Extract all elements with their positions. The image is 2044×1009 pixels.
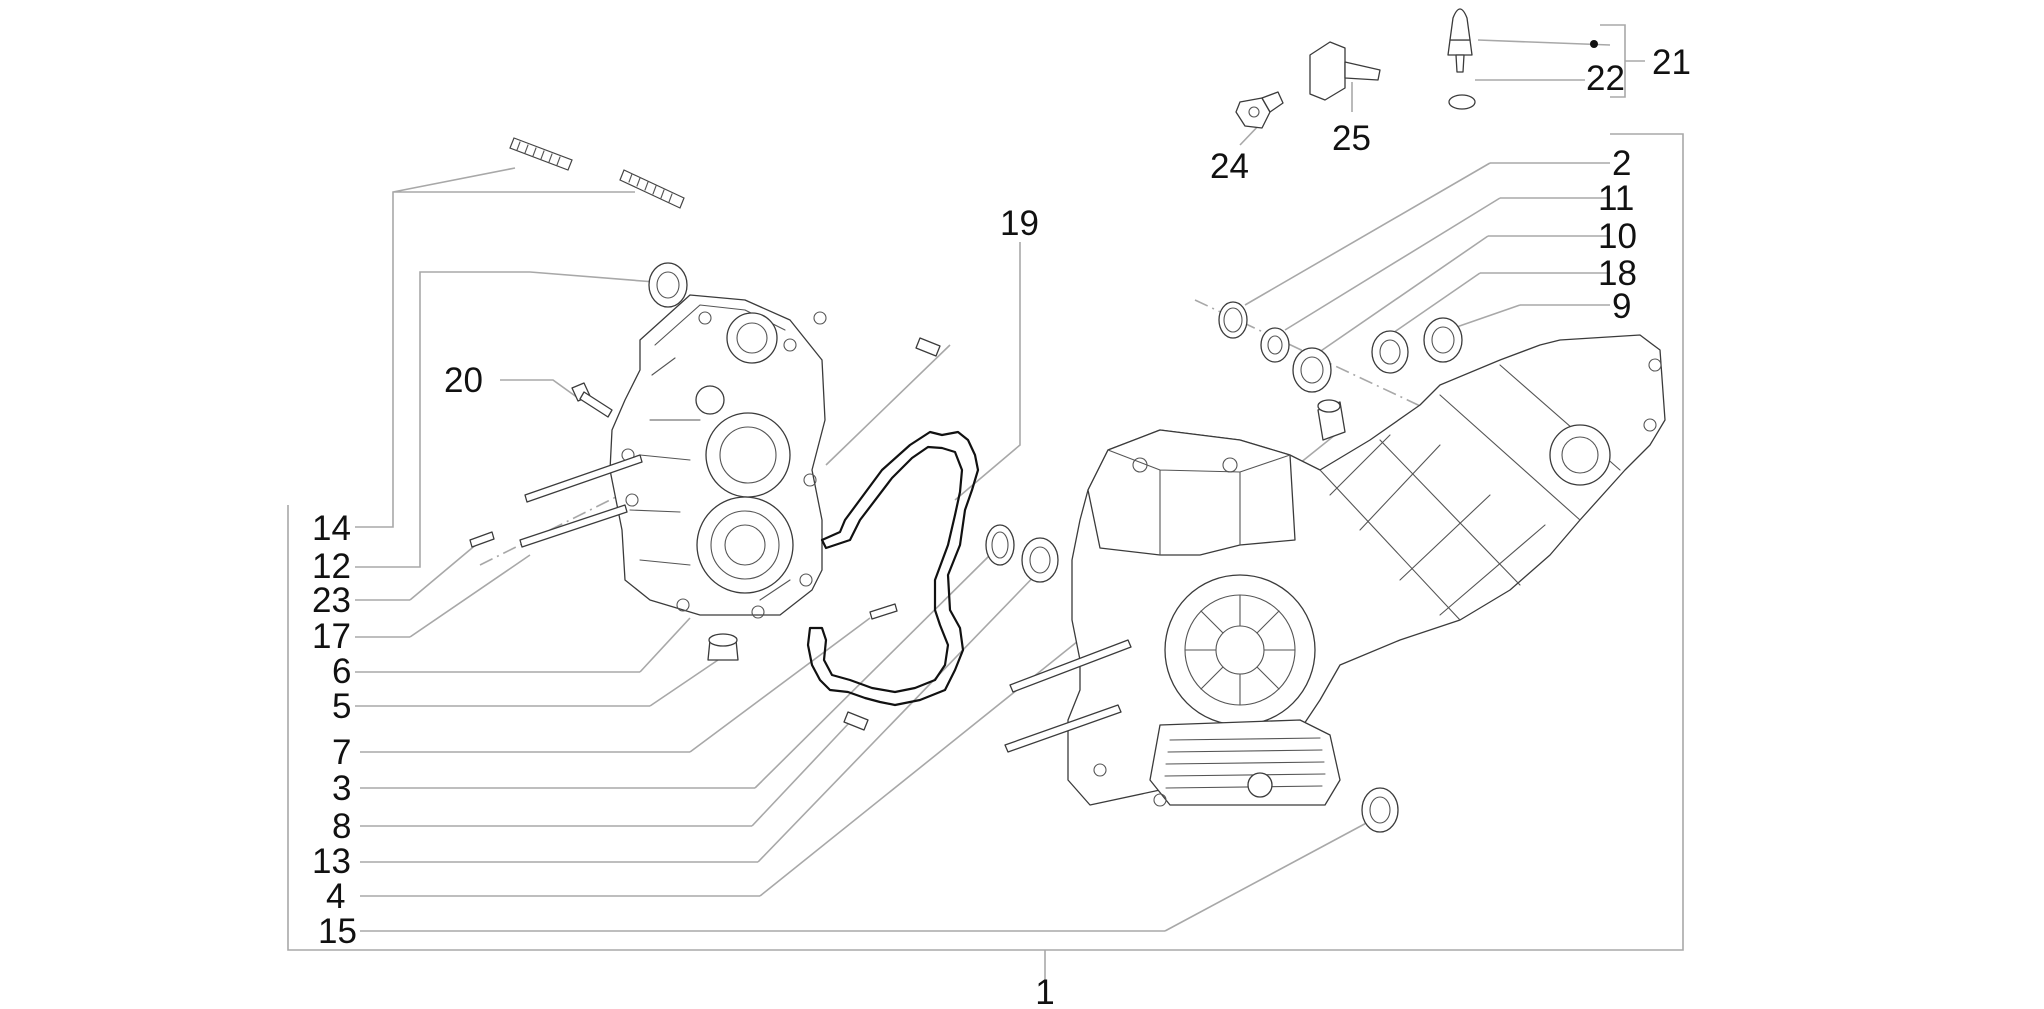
bearing-9 xyxy=(1423,317,1463,363)
o-ring-22 xyxy=(1448,94,1476,110)
leader-20 xyxy=(500,379,579,399)
sensor-21 xyxy=(1447,8,1473,73)
leader-12 xyxy=(355,271,656,568)
pin-23 xyxy=(469,531,495,548)
callout-10: 10 xyxy=(1598,217,1637,256)
leader-21 xyxy=(1477,39,1611,46)
callout-11: 11 xyxy=(1598,179,1634,218)
callout-14: 14 xyxy=(312,509,351,548)
bracket-21 xyxy=(1600,24,1645,98)
studs-17 xyxy=(519,454,643,548)
assembly-bracket-1 xyxy=(287,133,1684,951)
callout-1: 1 xyxy=(1035,973,1054,1009)
oil-seal-15 xyxy=(1361,787,1399,833)
callout-25: 25 xyxy=(1332,119,1371,158)
studs-right xyxy=(1004,639,1132,753)
right-crankcase-half xyxy=(1067,334,1666,807)
bolt-20 xyxy=(571,382,613,418)
leader-dot-21 xyxy=(1590,40,1598,48)
callout-8: 8 xyxy=(332,807,351,846)
bearing-18 xyxy=(1371,330,1409,374)
callout-13: 13 xyxy=(312,842,351,881)
leader-lines xyxy=(287,24,1684,980)
callout-22: 22 xyxy=(1586,59,1625,98)
stud-axis xyxy=(479,489,631,566)
dowel-pin-8 xyxy=(843,711,869,731)
callout-24: 24 xyxy=(1210,147,1249,186)
dowel-pin-7 xyxy=(869,603,898,620)
callout-15: 15 xyxy=(318,912,357,951)
gasket-19 xyxy=(806,430,980,707)
clip-24 xyxy=(1235,91,1284,129)
callout-5: 5 xyxy=(332,687,351,726)
oil-seal-12 xyxy=(648,262,688,308)
callout-18: 18 xyxy=(1598,254,1637,293)
callout-7: 7 xyxy=(332,733,351,772)
callout-17: 17 xyxy=(312,617,351,656)
callout-12: 12 xyxy=(312,547,351,586)
oil-seal-13 xyxy=(1021,537,1059,583)
bearing-10 xyxy=(1292,347,1332,393)
dowel-pin-top xyxy=(915,337,941,357)
circlip-2 xyxy=(1218,301,1248,339)
callout-19: 19 xyxy=(1000,204,1039,243)
leader-19 xyxy=(954,242,1021,501)
callout-2: 2 xyxy=(1612,144,1631,183)
callout-6: 6 xyxy=(332,652,351,691)
studs-14 xyxy=(509,137,685,209)
bush-4 xyxy=(1317,399,1346,441)
leader-dowel xyxy=(825,344,951,466)
callout-20: 20 xyxy=(444,361,483,400)
bearing-11 xyxy=(1260,327,1290,363)
leader-14 xyxy=(355,167,635,528)
callout-labels: 1 2 11 10 18 9 21 22 24 25 19 20 14 12 2… xyxy=(312,43,1691,1009)
bracket-25 xyxy=(1309,41,1381,101)
ring-3 xyxy=(985,524,1015,566)
callout-4: 4 xyxy=(326,877,345,916)
callout-21: 21 xyxy=(1652,43,1691,82)
callout-3: 3 xyxy=(332,769,351,808)
plug-5 xyxy=(707,633,739,661)
left-crankcase-half xyxy=(609,294,827,619)
callout-23: 23 xyxy=(312,581,351,620)
callout-9: 9 xyxy=(1612,287,1631,326)
